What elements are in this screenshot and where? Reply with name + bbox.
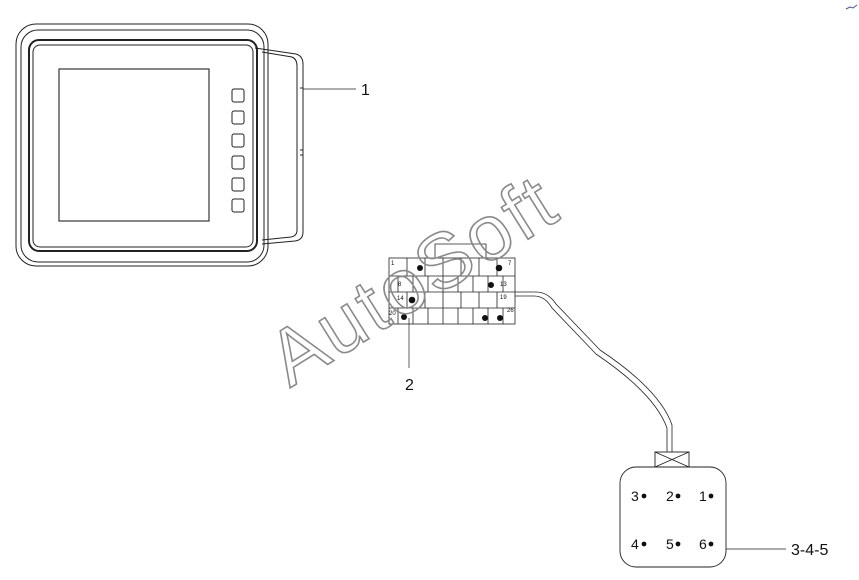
- pin-dot: [417, 265, 423, 271]
- round-connector-pins: 3 2 1 4 5 6: [631, 488, 714, 552]
- cable: [515, 291, 673, 452]
- pin-label-20: 20: [389, 311, 396, 317]
- pin-label-7: 7: [508, 261, 512, 267]
- display-button-5[interactable]: [231, 177, 245, 192]
- pin-label-13: 13: [500, 282, 507, 288]
- pin-dot: [482, 315, 488, 321]
- display-unit[interactable]: [15, 23, 304, 267]
- connector-block-pins: [401, 264, 503, 321]
- pin-label-14: 14: [397, 296, 404, 302]
- callout-2[interactable]: 2: [405, 377, 414, 394]
- display-button-2[interactable]: [231, 110, 245, 125]
- pin-label-8: 8: [398, 282, 402, 288]
- pin-label-2: 2: [666, 488, 674, 504]
- pin-label-3: 3: [631, 488, 639, 504]
- pin-label-1: 1: [391, 261, 395, 267]
- connector-block[interactable]: [388, 243, 516, 325]
- pin-dot: [675, 541, 681, 547]
- callout-1[interactable]: 1: [361, 82, 370, 99]
- pin-dot: [488, 282, 494, 288]
- pin-label-26: 26: [507, 308, 514, 314]
- pin-dot: [401, 314, 407, 320]
- pin-label-6: 6: [699, 536, 707, 552]
- watermark: AutoSoft: [252, 157, 573, 403]
- pin-dot: [641, 541, 647, 547]
- pin-dot: [497, 315, 503, 321]
- display-button-1[interactable]: [231, 88, 245, 103]
- pin-dot: [708, 493, 714, 499]
- pin-dot: [495, 264, 503, 272]
- round-connector[interactable]: [619, 451, 727, 568]
- display-button-3[interactable]: [231, 133, 245, 148]
- callout-3-4-5[interactable]: 3-4-5: [791, 542, 828, 559]
- display-button-6[interactable]: [231, 198, 245, 213]
- pin-dot: [408, 296, 416, 304]
- corner-mark-icon: [845, 4, 858, 10]
- display-button-4[interactable]: [231, 155, 245, 170]
- pin-label-4: 4: [631, 536, 639, 552]
- pin-dot: [641, 493, 647, 499]
- pin-dot: [675, 493, 681, 499]
- pin-label-19: 19: [500, 295, 507, 301]
- pin-dot: [708, 541, 714, 547]
- pin-label-5: 5: [666, 536, 674, 552]
- pin-label-1: 1: [699, 488, 707, 504]
